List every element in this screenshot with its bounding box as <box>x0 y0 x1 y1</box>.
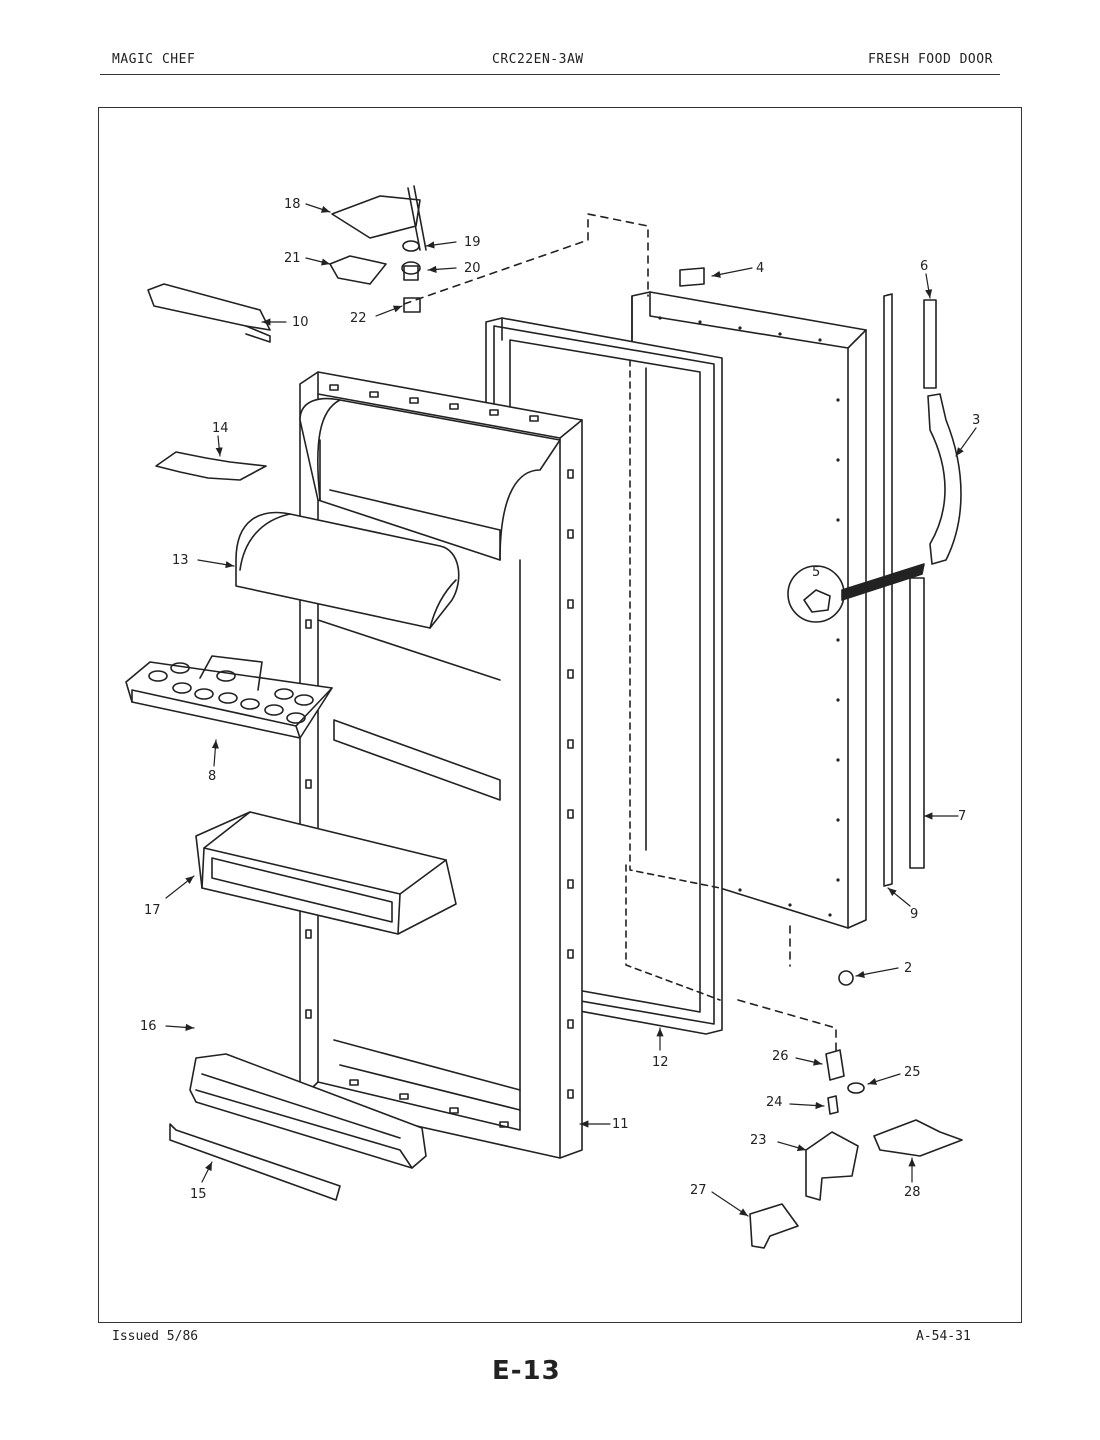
top-hinge-assembly <box>329 185 427 313</box>
header-rule <box>100 74 1000 75</box>
callout-23: 23 <box>750 1133 767 1148</box>
logo-plate <box>679 267 705 287</box>
callout-7: 7 <box>958 809 966 824</box>
hinge-bracket <box>147 283 271 343</box>
callout-6: 6 <box>920 259 928 274</box>
bottom-hinge-assembly <box>749 1049 963 1249</box>
callout-24: 24 <box>766 1095 783 1110</box>
dairy-door <box>235 511 460 629</box>
callout-19: 19 <box>464 235 481 250</box>
drawing-code: A-54-31 <box>916 1329 971 1344</box>
shelf-clip <box>155 451 267 481</box>
callout-16: 16 <box>140 1019 157 1034</box>
callout-22: 22 <box>350 311 367 326</box>
door-bin <box>195 811 457 935</box>
handle-assembly <box>838 293 962 986</box>
callout-28: 28 <box>904 1185 921 1200</box>
callout-14: 14 <box>212 421 229 436</box>
callout-leaders <box>165 203 977 1217</box>
trim-strip <box>169 1123 341 1201</box>
callout-20: 20 <box>464 261 481 276</box>
diagram-frame <box>98 107 1022 1323</box>
callout-21: 21 <box>284 251 301 266</box>
callout-12: 12 <box>652 1055 669 1070</box>
callout-10: 10 <box>292 315 309 330</box>
alignment-line-top <box>403 213 649 305</box>
page-number: E-13 <box>492 1356 561 1386</box>
bottom-bin <box>189 1053 427 1169</box>
callout-9: 9 <box>910 907 918 922</box>
detail-view-5 <box>787 563 925 623</box>
callout-27: 27 <box>690 1183 707 1198</box>
callout-3: 3 <box>972 413 980 428</box>
section-title: FRESH FOOD DOOR <box>868 52 993 67</box>
issued-date: Issued 5/86 <box>112 1329 199 1344</box>
callout-2: 2 <box>904 961 912 976</box>
model-number: CRC22EN-3AW <box>492 52 584 67</box>
brand-name: MAGIC CHEF <box>112 52 196 67</box>
egg-tray <box>125 655 333 739</box>
door-liner <box>299 371 583 1159</box>
callout-4: 4 <box>756 261 764 276</box>
callout-5: 5 <box>812 565 820 580</box>
callout-13: 13 <box>172 553 189 568</box>
callout-18: 18 <box>284 197 301 212</box>
callout-17: 17 <box>144 903 161 918</box>
alignment-line-bottom <box>737 999 837 1051</box>
callout-15: 15 <box>190 1187 207 1202</box>
callout-8: 8 <box>208 769 216 784</box>
callout-26: 26 <box>772 1049 789 1064</box>
callout-11: 11 <box>612 1117 629 1132</box>
callout-25: 25 <box>904 1065 921 1080</box>
